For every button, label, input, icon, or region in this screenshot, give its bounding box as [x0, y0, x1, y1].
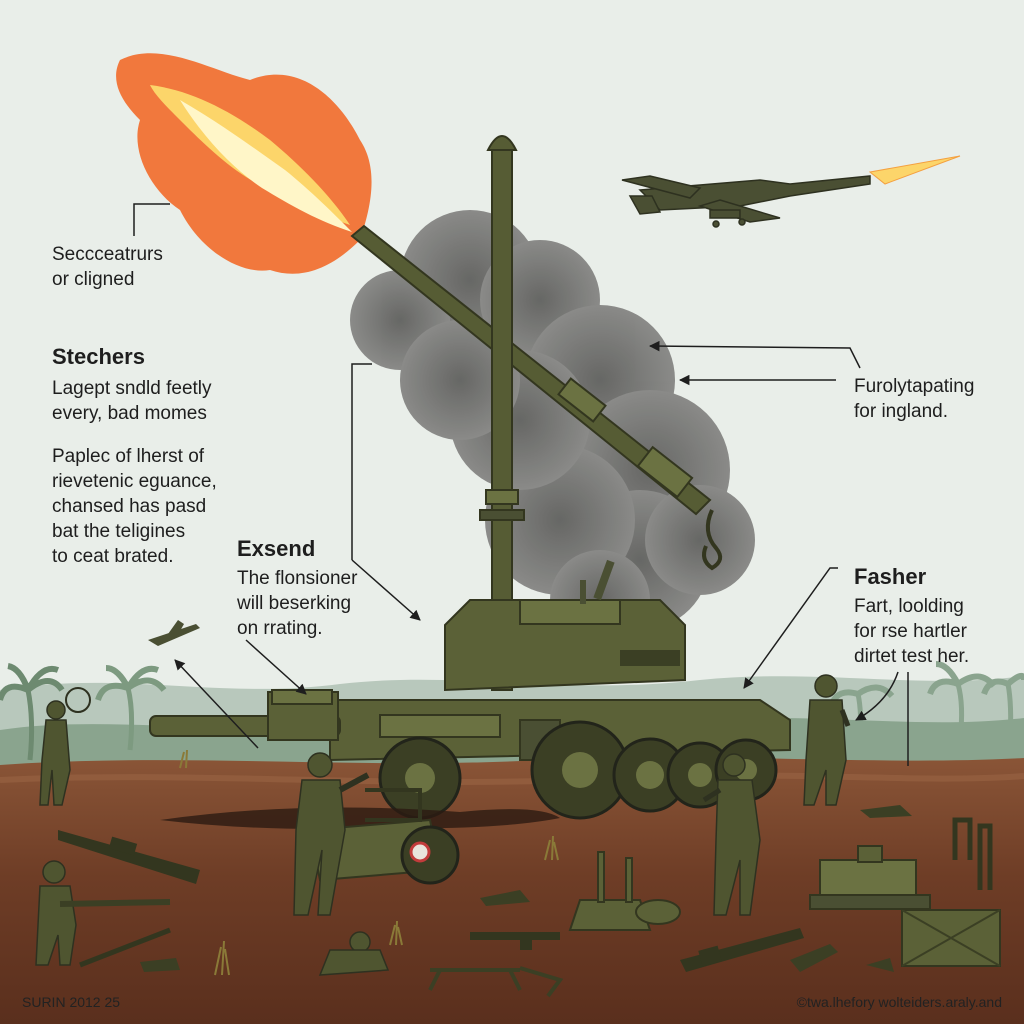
soldier-figure: [702, 753, 761, 916]
callout-line: The flonsioner: [237, 568, 358, 589]
callout-fasher: Fasher Fart, loolding for rse hartler di…: [854, 564, 969, 669]
diagonal-barrel: [350, 224, 712, 516]
callout-heading: Fasher: [854, 564, 927, 589]
palm-tree: [927, 661, 1024, 741]
callout-line: rievetenic eguance,: [52, 471, 217, 492]
soldier-figure: [35, 860, 171, 966]
mortar-icon: [568, 851, 681, 931]
debris-pile: [160, 807, 560, 829]
callout-heading: Exsend: [237, 536, 316, 561]
callout-exsend: Exsend The flonsioner will beserking on …: [237, 536, 357, 641]
callout-line: Paplec of lherst of: [52, 446, 205, 467]
callout-line: on rrating.: [237, 618, 323, 639]
callout-line: bat the teligines: [52, 521, 186, 542]
soldier-figure: [39, 687, 91, 806]
callout-top-left: Seccceatrurs or cligned: [52, 242, 163, 292]
rifle-icon: [680, 928, 804, 972]
rifle-icon: [79, 927, 171, 968]
turret: [444, 599, 686, 692]
pipes-icon: [952, 817, 993, 890]
footer-right: ©twa.lhefory wolteiders.araly.and: [796, 994, 1002, 1010]
callout-line: or cligned: [52, 269, 135, 290]
soldier-figure: [293, 752, 370, 916]
callout-line: Seccceatrurs: [52, 244, 163, 265]
callout-line: will beserking: [237, 593, 352, 614]
soldier-figure: [803, 674, 851, 806]
palm-tree: [0, 663, 65, 761]
leader-arrow: [133, 203, 909, 766]
callout-line: Furolytapating: [854, 376, 975, 397]
flame-icon: [116, 53, 372, 274]
rifle-icon: [470, 932, 560, 950]
callout-line: every, bad momes: [52, 403, 207, 424]
callout-paplec: Paplec of lherst of rievetenic eguance, …: [52, 444, 217, 569]
soldier-figure: [318, 931, 390, 976]
callout-line: to ceat brated.: [52, 546, 174, 567]
aircraft-icon: [621, 175, 871, 228]
palm-tree: [95, 665, 167, 751]
aircraft-muzzle-flash: [868, 155, 961, 185]
callout-line: chansed has pasd: [52, 496, 207, 517]
callout-heading: Stechers: [52, 344, 145, 369]
callout-right-top: Furolytapating for ingland.: [854, 374, 974, 424]
aircraft-icon: [148, 620, 200, 646]
rifle-icon: [58, 830, 200, 884]
callout-line: Lagept sndld feetly: [52, 378, 212, 399]
footer-left: SURIN 2012 25: [22, 994, 121, 1010]
callout-line: for ingland.: [854, 401, 949, 422]
callout-line: Fart, loolding: [854, 596, 964, 617]
tripod-icon: [428, 966, 564, 998]
callout-stechers: Stechers Lagept sndld feetly every, bad …: [52, 344, 212, 426]
ammo-crate: [901, 909, 1001, 967]
ammo-crate: [809, 845, 931, 910]
callout-line: for rse hartler: [854, 621, 967, 642]
debris-small: [140, 805, 912, 972]
callout-line: dirtet test her.: [854, 646, 970, 667]
howitzer: [149, 135, 791, 820]
